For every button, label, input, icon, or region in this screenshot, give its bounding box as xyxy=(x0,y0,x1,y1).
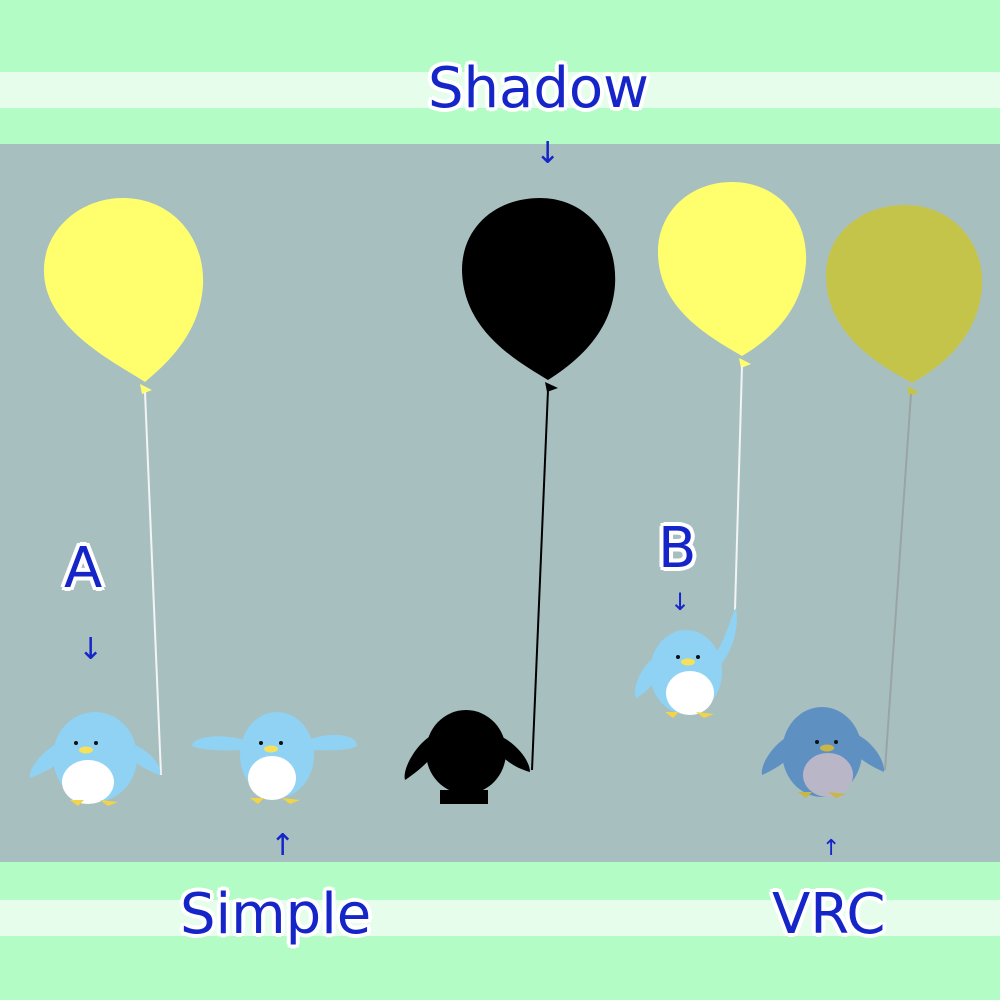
penguin-b xyxy=(634,608,737,718)
label-shadow: Shadow xyxy=(428,56,649,121)
label-vrc: VRC xyxy=(772,882,886,947)
balloon-b xyxy=(658,182,807,611)
penguin-shadow xyxy=(404,710,530,804)
top-stripe xyxy=(0,72,1000,108)
penguin-a xyxy=(29,712,161,806)
label-b: B xyxy=(658,516,697,581)
arrow-down-icon: ↓ xyxy=(78,632,104,667)
label-a: A xyxy=(64,536,103,601)
arrow-down-icon: ↓ xyxy=(670,588,691,616)
arrow-up-icon: ↑ xyxy=(822,836,841,861)
balloon-shadow xyxy=(462,198,616,771)
arrow-up-icon: ↑ xyxy=(270,828,296,863)
penguin-simple xyxy=(192,712,358,804)
balloon-vrc xyxy=(826,205,983,771)
arrow-down-icon: ↓ xyxy=(535,136,561,171)
label-simple: Simple xyxy=(180,882,372,947)
balloon-a xyxy=(43,198,204,776)
penguin-vrc xyxy=(761,707,885,798)
bottom-stripe xyxy=(0,900,1000,936)
